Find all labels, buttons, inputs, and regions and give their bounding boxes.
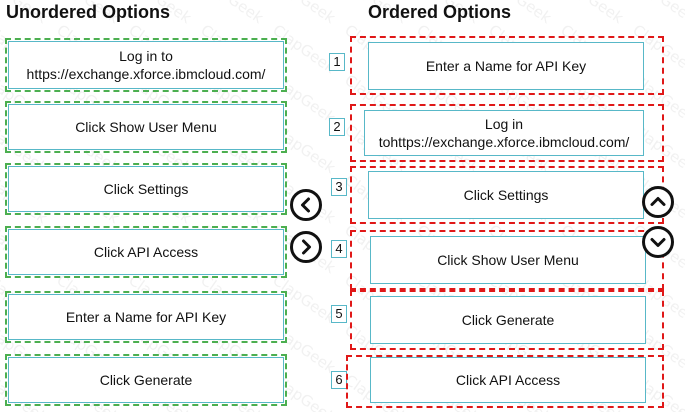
- ordered-slot-2[interactable]: Log in tohttps://exchange.xforce.ibmclou…: [364, 110, 644, 156]
- move-right-button[interactable]: [290, 231, 322, 263]
- slot-label: Enter a Name for API Key: [425, 58, 587, 74]
- chevron-up-icon: [650, 197, 666, 206]
- slot-label: Log in to: [378, 116, 524, 150]
- unordered-option-6[interactable]: Click Generate: [5, 354, 287, 406]
- chevron-right-icon: [302, 239, 311, 255]
- watermark-text: ClapGeek: [629, 0, 685, 27]
- ordered-slot-4[interactable]: Click Show User Menu: [370, 236, 646, 284]
- option-label: https://exchange.xforce.ibmcloud.com/: [26, 66, 266, 82]
- unordered-option-2[interactable]: Click Show User Menu: [5, 101, 287, 153]
- option-label: Click API Access: [93, 244, 199, 260]
- watermark-text: ClapGeek: [269, 0, 338, 27]
- slot-number: 5: [331, 305, 347, 323]
- slot-label: Click Settings: [463, 187, 549, 203]
- move-left-button[interactable]: [290, 189, 322, 221]
- option-label: Click Show User Menu: [75, 119, 217, 135]
- ordered-options-heading: Ordered Options: [368, 2, 512, 22]
- unordered-options-heading: Unordered Options: [6, 2, 171, 22]
- watermark-text: ClapGeek: [557, 0, 626, 27]
- move-up-button[interactable]: [642, 186, 674, 218]
- option-label: Log in to: [119, 48, 173, 64]
- slot-number: 1: [329, 53, 345, 71]
- chevron-down-icon: [650, 238, 666, 247]
- option-label: Click Settings: [103, 181, 189, 197]
- unordered-option-5[interactable]: Enter a Name for API Key: [5, 291, 287, 343]
- slot-label: Click Show User Menu: [437, 252, 579, 268]
- slot-number: 2: [329, 118, 345, 136]
- option-label: Click Generate: [99, 372, 193, 388]
- slot-label: Click API Access: [455, 372, 561, 388]
- slot-number: 3: [331, 178, 347, 196]
- watermark-text: ClapGeek: [197, 0, 266, 27]
- slot-label: Click Generate: [461, 312, 555, 328]
- ordered-slot-5[interactable]: Click Generate: [370, 296, 646, 344]
- ordered-slot-6[interactable]: Click API Access: [370, 357, 646, 403]
- unordered-option-3[interactable]: Click Settings: [5, 163, 287, 215]
- chevron-left-icon: [301, 197, 310, 213]
- slot-label: https://exchange.xforce.ibmcloud.com/: [390, 134, 630, 150]
- ordered-slot-3[interactable]: Click Settings: [368, 171, 644, 219]
- move-down-button[interactable]: [642, 226, 674, 258]
- option-label: Enter a Name for API Key: [65, 309, 227, 325]
- unordered-option-4[interactable]: Click API Access: [5, 226, 287, 278]
- ordered-slot-1[interactable]: Enter a Name for API Key: [368, 42, 644, 90]
- unordered-option-1[interactable]: Log in to https://exchange.xforce.ibmclou…: [5, 38, 287, 92]
- slot-number: 6: [331, 371, 347, 389]
- slot-number: 4: [331, 240, 347, 258]
